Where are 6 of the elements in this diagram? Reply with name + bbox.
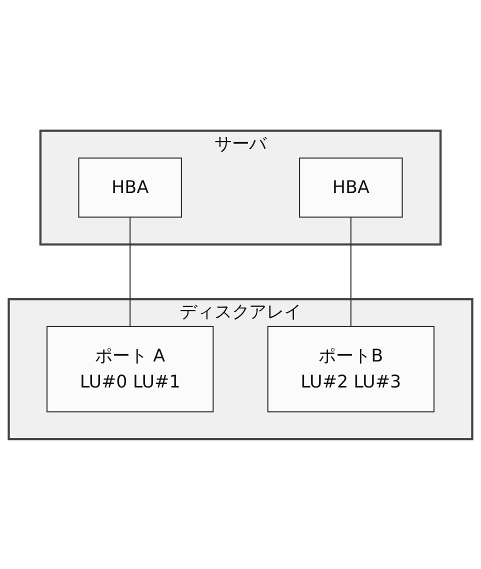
node-box: ポート A LU#0 LU#1 [46,326,214,412]
node-box: HBA [298,157,403,218]
node-box: HBA [78,157,182,218]
connector [350,216,352,326]
connector [130,216,131,326]
node-box: ポートB LU#2 LU#3 [267,326,435,412]
